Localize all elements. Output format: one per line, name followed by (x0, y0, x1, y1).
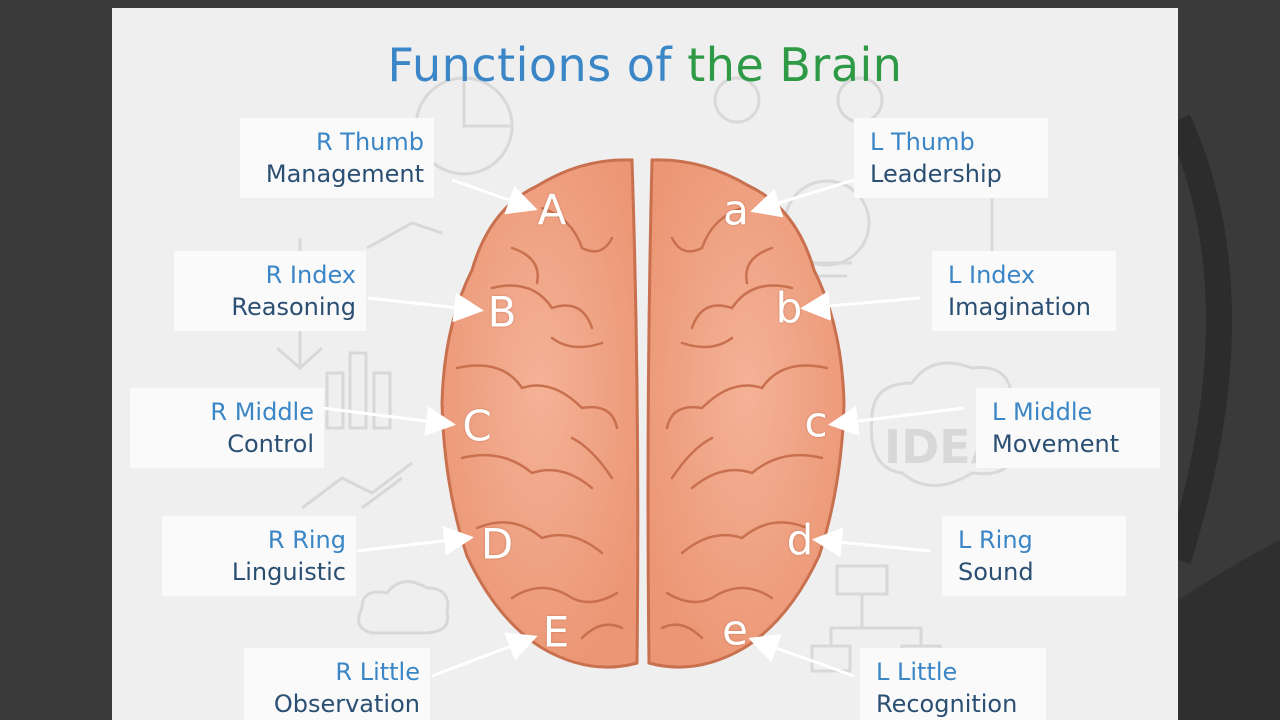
region-letter-E: E (543, 608, 570, 657)
label-r-index: R Index Reasoning (174, 251, 366, 331)
label-r-ring: R Ring Linguistic (162, 516, 356, 596)
label-l-thumb: L Thumb Leadership (854, 118, 1048, 198)
region-letter-d: d (787, 516, 814, 565)
label-r-middle-function: Control (130, 428, 314, 460)
label-r-thumb-function: Management (240, 158, 424, 190)
label-r-ring-function: Linguistic (162, 556, 346, 588)
arrow-l-ring (818, 540, 930, 551)
region-letter-c: c (804, 398, 827, 447)
label-r-little-function: Observation (244, 688, 420, 720)
label-l-little: L Little Recognition (860, 648, 1046, 720)
label-l-thumb-finger: L Thumb (870, 126, 1048, 158)
arrow-l-middle (834, 408, 964, 424)
arrow-r-little (432, 638, 532, 676)
label-l-index-function: Imagination (948, 291, 1116, 323)
slide: IDEA Functions of the Brain (112, 8, 1178, 720)
region-letter-C: C (462, 402, 491, 451)
arrow-r-middle (322, 408, 450, 424)
region-letter-D: D (481, 520, 513, 569)
label-r-thumb: R Thumb Management (240, 118, 434, 198)
region-letter-e: e (722, 606, 748, 655)
arrow-r-ring (357, 538, 468, 551)
label-l-ring: L Ring Sound (942, 516, 1126, 596)
label-r-middle: R Middle Control (130, 388, 324, 468)
region-letter-A: A (538, 186, 567, 235)
label-l-middle: L Middle Movement (976, 388, 1160, 468)
label-l-thumb-function: Leadership (870, 158, 1048, 190)
arrow-l-index (806, 298, 920, 308)
label-r-little: R Little Observation (244, 648, 430, 720)
label-l-middle-function: Movement (992, 428, 1160, 460)
region-letter-B: B (488, 288, 517, 337)
arrow-l-little (754, 640, 854, 676)
label-r-ring-finger: R Ring (162, 524, 346, 556)
label-r-index-function: Reasoning (174, 291, 356, 323)
region-letter-b: b (776, 284, 803, 333)
label-l-index-finger: L Index (948, 259, 1116, 291)
label-l-little-function: Recognition (876, 688, 1046, 720)
label-l-index: L Index Imagination (932, 251, 1116, 331)
label-r-little-finger: R Little (244, 656, 420, 688)
arrow-r-index (368, 298, 478, 310)
label-r-middle-finger: R Middle (130, 396, 314, 428)
connector-arrows (112, 8, 1178, 720)
region-letter-a: a (723, 186, 749, 235)
label-r-index-finger: R Index (174, 259, 356, 291)
label-l-middle-finger: L Middle (992, 396, 1160, 428)
label-r-thumb-finger: R Thumb (240, 126, 424, 158)
label-l-little-finger: L Little (876, 656, 1046, 688)
label-l-ring-finger: L Ring (958, 524, 1126, 556)
label-l-ring-function: Sound (958, 556, 1126, 588)
arrow-r-thumb (452, 180, 532, 208)
arrow-l-thumb (756, 180, 854, 210)
